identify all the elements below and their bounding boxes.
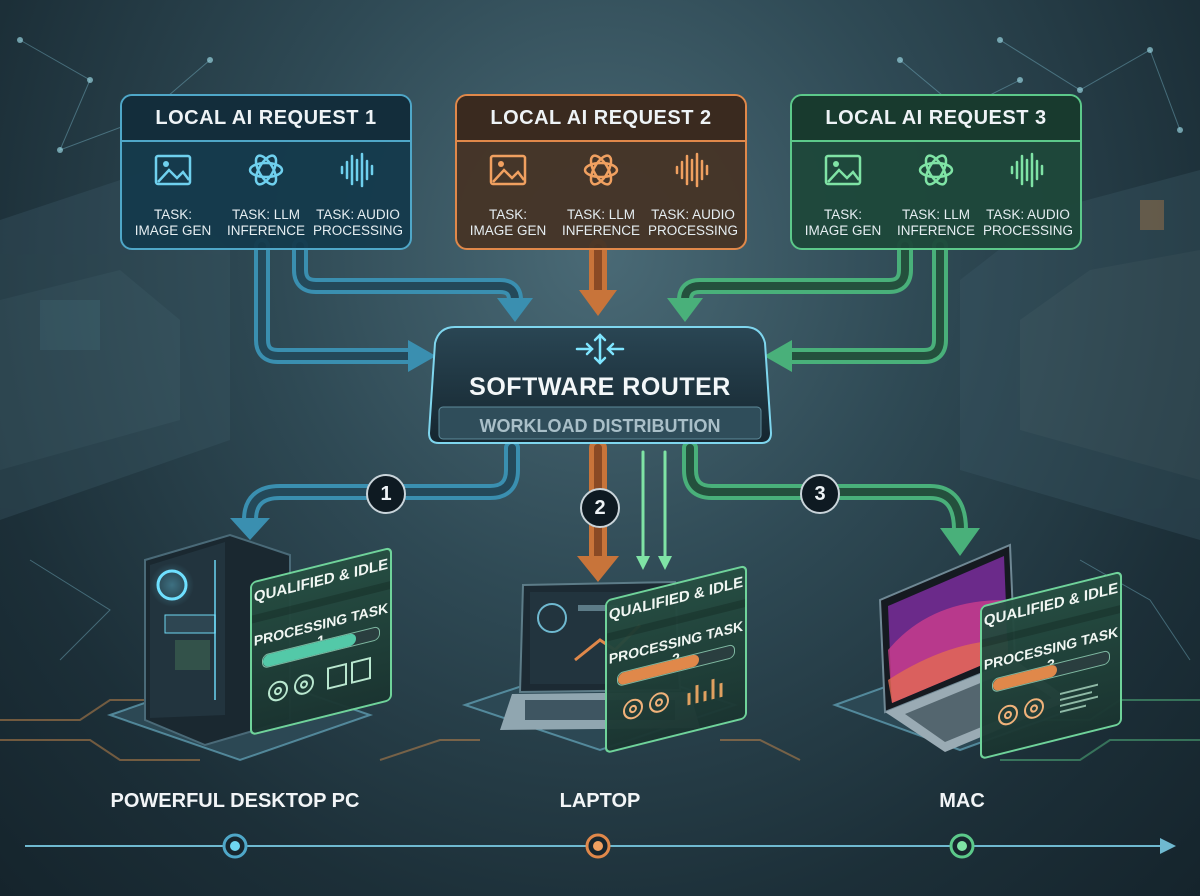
task-label: TASK: LLM INFERENCE: [896, 207, 975, 238]
device-label-laptop: LAPTOP: [559, 790, 641, 812]
image-icon: [824, 154, 862, 186]
gear-icon: [998, 683, 1098, 726]
task-label: TASK: IMAGE GEN: [469, 207, 547, 238]
task-label: TASK: LLM INFERENCE: [226, 207, 305, 238]
task-llm-inference[interactable]: TASK: LLM INFERENCE: [555, 150, 647, 239]
task-audio-processing[interactable]: TASK: AUDIO PROCESSING: [312, 150, 404, 239]
request-title: LOCAL AI REQUEST 3: [792, 96, 1080, 142]
device-label-mac: MAC: [939, 790, 985, 812]
task-label: TASK: AUDIO PROCESSING: [647, 207, 739, 238]
image-icon: [489, 154, 527, 186]
task-label: TASK: AUDIO PROCESSING: [982, 207, 1074, 238]
arrow-request3-to-router: [677, 238, 948, 364]
llm-icon: [248, 154, 284, 186]
software-router[interactable]: SOFTWARE ROUTER WORKLOAD DISTRIBUTION: [425, 323, 775, 447]
router-arrows-icon: [575, 333, 625, 365]
router-title: SOFTWARE ROUTER: [469, 373, 731, 401]
route-badge-3: 3: [800, 474, 840, 514]
timeline-node-1: [222, 833, 248, 859]
task-llm-inference[interactable]: TASK: LLM INFERENCE: [220, 150, 312, 239]
router-subtitle: WORKLOAD DISTRIBUTION: [479, 416, 721, 436]
arrow-request1-to-router: [254, 238, 523, 364]
task-label: TASK: AUDIO PROCESSING: [312, 207, 404, 238]
request-box-1[interactable]: LOCAL AI REQUEST 1 TASK: IMAGE GEN TASK:…: [120, 94, 412, 250]
task-label: TASK: LLM INFERENCE: [561, 207, 640, 238]
llm-icon: [583, 154, 619, 186]
task-image-gen[interactable]: TASK: IMAGE GEN: [462, 150, 554, 239]
timeline-node-2: [585, 833, 611, 859]
gear-icon: [268, 656, 371, 702]
status-card-mac[interactable]: QUALIFIED & IDLE PROCESSING TASK 3: [980, 570, 1122, 760]
request-box-2[interactable]: LOCAL AI REQUEST 2 TASK: IMAGE GEN TASK:…: [455, 94, 747, 250]
request-box-3[interactable]: LOCAL AI REQUEST 3 TASK: IMAGE GEN TASK:…: [790, 94, 1082, 250]
route-badge-2: 2: [580, 488, 620, 528]
task-audio-processing[interactable]: TASK: AUDIO PROCESSING: [982, 150, 1074, 239]
right-room-decoration: [960, 170, 1200, 540]
task-label: TASK: IMAGE GEN: [134, 207, 212, 238]
llm-icon: [918, 154, 954, 186]
request-title: LOCAL AI REQUEST 2: [457, 96, 745, 142]
timeline-node-3: [949, 833, 975, 859]
image-icon: [154, 154, 192, 186]
task-audio-processing[interactable]: TASK: AUDIO PROCESSING: [647, 150, 739, 239]
status-card-laptop[interactable]: QUALIFIED & IDLE PROCESSING TASK 2: [605, 564, 747, 754]
gear-icon: [623, 678, 723, 720]
left-room-decoration: [0, 170, 230, 520]
route-badge-1: 1: [366, 474, 406, 514]
arrow-router-to-desktop: [242, 440, 520, 528]
audio-waveform-icon: [675, 152, 709, 188]
task-label: TASK: IMAGE GEN: [804, 207, 882, 238]
task-llm-inference[interactable]: TASK: LLM INFERENCE: [890, 150, 982, 239]
request-title: LOCAL AI REQUEST 1: [122, 96, 410, 142]
router-body: [427, 326, 773, 444]
audio-waveform-icon: [340, 152, 374, 188]
arrow-router-to-mac: [682, 440, 968, 538]
device-label-desktop: POWERFUL DESKTOP PC: [110, 790, 360, 812]
status-card-desktop[interactable]: QUALIFIED & IDLE PROCESSING TASK 1: [250, 546, 392, 736]
task-image-gen[interactable]: TASK: IMAGE GEN: [127, 150, 219, 239]
task-image-gen[interactable]: TASK: IMAGE GEN: [797, 150, 889, 239]
audio-waveform-icon: [1010, 152, 1044, 188]
